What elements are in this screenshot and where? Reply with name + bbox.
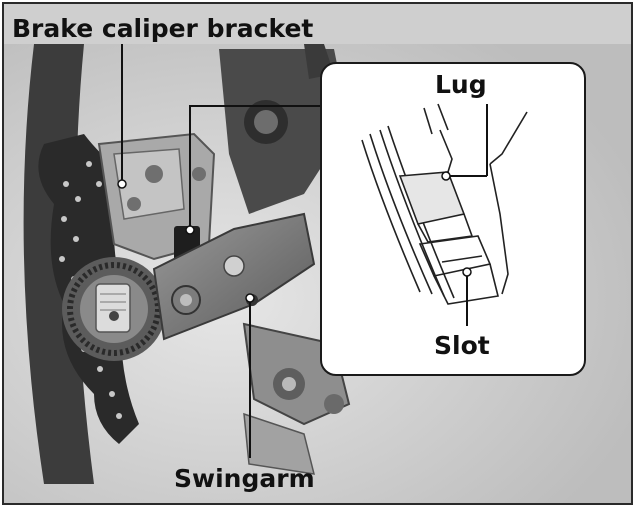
slot-label: Slot bbox=[434, 331, 490, 360]
brake-caliper-bracket-label: Brake caliper bracket bbox=[12, 14, 314, 43]
leader-lines bbox=[121, 44, 320, 458]
inset-line-drawing bbox=[361, 103, 528, 326]
leader-dot-swingarm bbox=[245, 293, 255, 303]
lug-label: Lug bbox=[435, 70, 487, 99]
leader-dot-lug bbox=[441, 171, 451, 181]
diagram-frame: Brake caliper bracket Lug Slot Swingarm bbox=[2, 2, 633, 505]
leader-dot-inset bbox=[185, 225, 195, 235]
leader-inset bbox=[189, 105, 320, 229]
detail-inset bbox=[320, 62, 586, 376]
swingarm-label: Swingarm bbox=[174, 464, 315, 493]
swingarm bbox=[152, 212, 316, 341]
leader-dot-slot bbox=[462, 267, 472, 277]
leader-dot-bracket bbox=[117, 179, 127, 189]
wheel-hub bbox=[62, 257, 166, 361]
brake-caliper-assembly bbox=[97, 132, 216, 264]
upper-frame bbox=[219, 44, 349, 214]
